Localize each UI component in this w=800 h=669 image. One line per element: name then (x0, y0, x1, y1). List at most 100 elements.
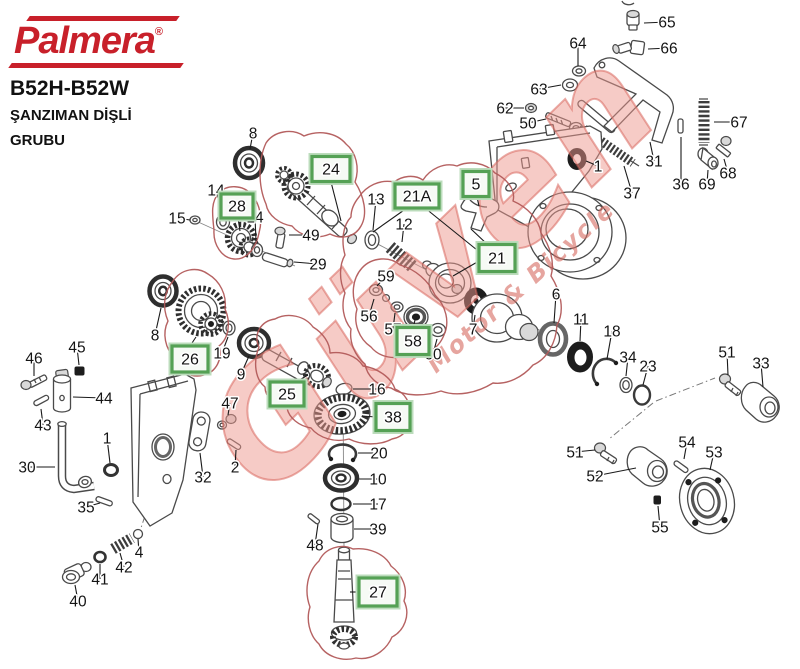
input-shaft-24-group (232, 145, 358, 245)
part-label-4: 4 (135, 544, 144, 561)
outline-group-27 (306, 545, 408, 660)
pto-flange-group (593, 373, 780, 535)
part-label-50: 50 (519, 115, 537, 132)
part-label-68: 68 (719, 165, 736, 182)
part-label-6: 6 (552, 286, 561, 303)
spring-12 (385, 242, 418, 272)
part-label-52: 52 (586, 468, 603, 485)
part-label-53: 53 (705, 444, 722, 461)
part-label-2: 2 (231, 459, 240, 476)
highlight-box-24 (310, 154, 352, 184)
clutch-drum-21-assembly (364, 230, 652, 406)
logo-bottom-bar (8, 62, 184, 68)
ring-13 (364, 230, 380, 250)
highlight-box-5 (461, 169, 491, 199)
part-label-12: 12 (395, 216, 412, 233)
side-cover-plate (130, 373, 242, 527)
part-label-24: 24 (322, 161, 340, 178)
gear-26-group (147, 274, 272, 360)
part-label-33: 33 (752, 355, 769, 372)
brand-text: Palmera (14, 20, 156, 62)
part-label-37: 37 (623, 185, 640, 202)
part-label-47: 47 (221, 395, 238, 412)
spring-42 (110, 533, 135, 554)
subtitle-line2: GRUBU (10, 132, 65, 150)
ring-19 (222, 320, 236, 336)
part-label-62: 62 (496, 100, 513, 117)
part-label-51: 51 (718, 344, 735, 361)
highlight-box-28 (219, 192, 255, 220)
washer-14b (250, 242, 264, 258)
outline-group-24 (259, 130, 366, 238)
part-label-43: 43 (34, 417, 51, 434)
part-label-21A: 21A (403, 188, 432, 205)
part-label-20: 20 (370, 445, 388, 462)
part-label-38: 38 (384, 409, 402, 426)
part-label-64: 64 (569, 35, 587, 52)
gear-26 (175, 285, 227, 337)
model-title: B52H-B52W (10, 76, 130, 100)
washer-64 (571, 65, 587, 77)
part-label-21: 21 (488, 250, 506, 267)
part-label-34: 34 (619, 349, 637, 366)
part-label-69: 69 (698, 176, 715, 193)
highlight-box-27 (357, 576, 399, 608)
part-label-48: 48 (306, 537, 323, 554)
part-label-17: 17 (369, 496, 386, 513)
ball-57 (381, 293, 391, 303)
pin-48 (307, 513, 321, 525)
flange-53 (678, 467, 736, 535)
gearbox-housing (488, 123, 627, 280)
washer-15 (189, 215, 201, 225)
highlight-box-25 (268, 380, 306, 408)
bolt-68 (720, 135, 732, 147)
ball-4 (132, 528, 144, 540)
highlight-box-38 (374, 401, 412, 433)
output-shaft-27 (330, 546, 358, 650)
gear-28-group (189, 213, 294, 268)
pin-54 (673, 460, 689, 474)
shifter-rod-group (20, 366, 144, 585)
part-label-45: 45 (68, 339, 85, 356)
part-label-13: 13 (367, 191, 384, 208)
pinion-shaft-25 (261, 349, 332, 390)
bushing-39 (330, 519, 354, 544)
logo-top-bar (26, 16, 180, 21)
part-label-65: 65 (658, 14, 675, 31)
highlight-box-26 (170, 344, 210, 374)
part-label-39: 39 (369, 521, 386, 538)
bolt-47 (225, 413, 237, 425)
part-label-8: 8 (151, 327, 160, 344)
lever-31 (593, 57, 674, 144)
watermark-text: Güven (172, 14, 693, 526)
washer-59 (368, 283, 384, 297)
part-label-54: 54 (678, 434, 696, 451)
part-label-51: 51 (566, 444, 583, 461)
crown-gear-38 (313, 393, 371, 435)
o-ring-41 (93, 550, 107, 564)
part-label-8: 8 (249, 125, 258, 142)
subtitle-line1: ŞANZIMAN DİŞLİ (10, 106, 132, 124)
part-label-35: 35 (77, 499, 94, 516)
part-label-41: 41 (91, 571, 108, 588)
ring-34 (619, 376, 633, 394)
part-label-58: 58 (404, 333, 422, 350)
part-label-63: 63 (530, 81, 547, 98)
part-label-36: 36 (672, 176, 689, 193)
o-ring-1-left (103, 463, 119, 477)
part-label-7: 7 (469, 321, 478, 338)
part-label-55: 55 (651, 519, 668, 536)
part-label-49: 49 (302, 227, 319, 244)
part-label-9: 9 (237, 366, 246, 383)
key-55 (653, 495, 661, 505)
part-label-19: 19 (213, 345, 230, 362)
part-label-1: 1 (594, 158, 603, 175)
part-label-15: 15 (168, 210, 185, 227)
part-label-28: 28 (228, 198, 246, 215)
palmera-logo: Palmera® (8, 16, 230, 68)
part-label-44: 44 (95, 390, 113, 407)
part-label-59: 59 (377, 268, 394, 285)
registered-mark: ® (154, 26, 163, 38)
